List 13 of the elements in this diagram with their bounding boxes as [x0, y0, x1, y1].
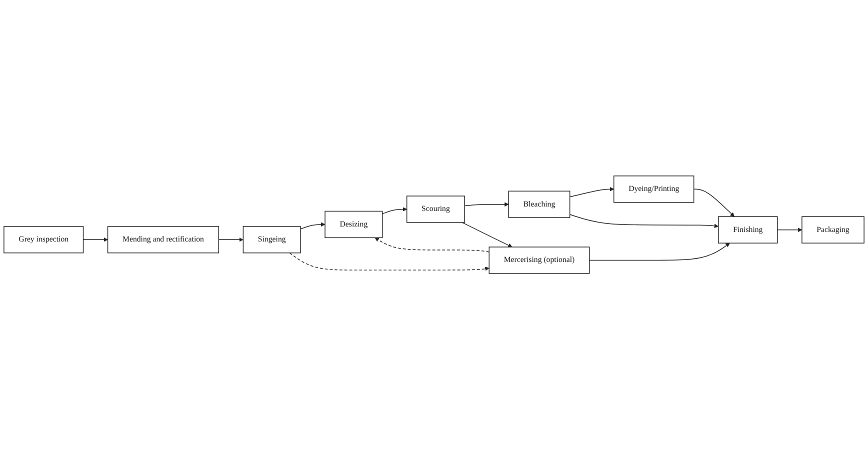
arrow — [569, 214, 719, 228]
arrow — [82, 238, 108, 242]
arrow — [374, 238, 490, 253]
arrow — [300, 222, 326, 230]
arrow — [382, 207, 408, 214]
arrow — [462, 222, 512, 248]
arrow — [588, 243, 730, 261]
arrow — [693, 189, 734, 218]
arrow — [569, 187, 614, 198]
arrow — [289, 252, 490, 272]
arrow — [218, 238, 244, 242]
arrow — [777, 228, 802, 232]
arrow — [464, 202, 509, 207]
